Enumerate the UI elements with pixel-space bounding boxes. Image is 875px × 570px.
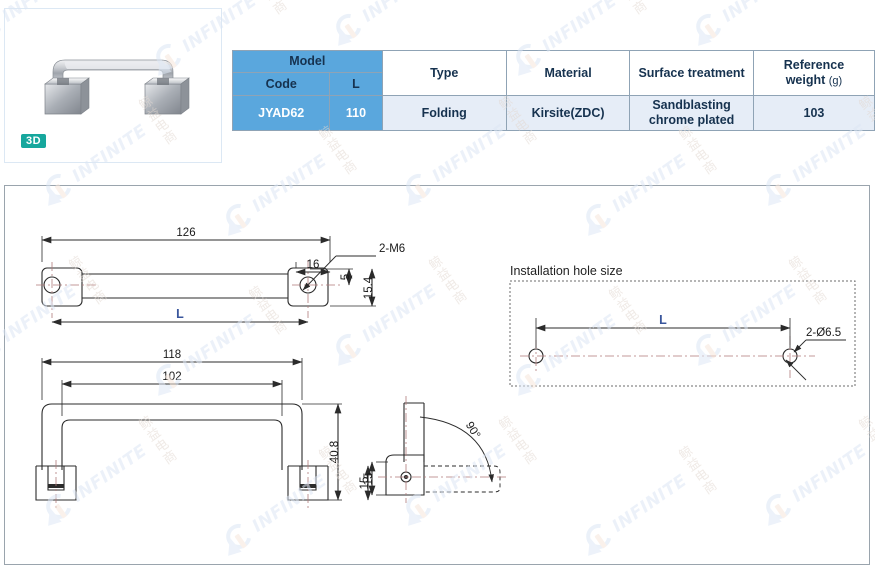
watermark-cn-text: 鲸益电商 bbox=[242, 0, 290, 20]
folding-handle-3d-render bbox=[44, 59, 190, 115]
header-model: Model bbox=[232, 50, 383, 73]
table-row: JYAD62 110 Folding Kirsite(ZDC) Sandblas… bbox=[231, 95, 875, 131]
cell-reference-weight: 103 bbox=[752, 95, 875, 131]
header-l: L bbox=[329, 72, 383, 96]
watermark-text: INFINITE bbox=[359, 0, 441, 27]
watermark-text: INFINITE bbox=[719, 0, 801, 27]
cell-type: Folding bbox=[381, 95, 507, 131]
product-photo-panel: 3D bbox=[4, 8, 222, 163]
spec-table-wrap: Model Type Material Surface treatment Re… bbox=[231, 50, 875, 131]
watermark-cn-text: 鲸益电商 bbox=[602, 0, 650, 20]
product-photo-stage bbox=[5, 9, 221, 162]
cell-l: 110 bbox=[329, 95, 383, 131]
table-header-row-2: Code L bbox=[231, 72, 875, 96]
watermark-text: INFINITE bbox=[538, 0, 621, 57]
header-reference-weight-line1: Reference bbox=[783, 58, 845, 73]
cell-code: JYAD62 bbox=[231, 95, 331, 131]
table-header-row-1: Model Type Material Surface treatment Re… bbox=[232, 50, 875, 96]
cell-surface-treatment: Sandblasting chrome plated bbox=[629, 95, 754, 131]
watermark-logo-icon bbox=[324, 7, 371, 54]
spec-table: Model Type Material Surface treatment Re… bbox=[231, 50, 875, 131]
watermark-cn-text: 鲸益电商 bbox=[313, 123, 359, 179]
header-code: Code bbox=[231, 72, 331, 96]
header-surface-treatment: Surface treatment bbox=[629, 50, 754, 96]
watermark-cn-text: 鲸益电商 bbox=[673, 123, 719, 179]
header-reference-weight-line2: weight (g) bbox=[785, 72, 843, 87]
cell-material: Kirsite(ZDC) bbox=[505, 95, 631, 131]
cell-surface-line2: chrome plated bbox=[648, 113, 735, 127]
drawing-frame bbox=[4, 185, 870, 565]
header-reference-weight: Reference weight (g) bbox=[752, 50, 875, 96]
watermark-logo-icon bbox=[684, 7, 731, 54]
header-material: Material bbox=[505, 50, 631, 96]
badge-3d[interactable]: 3D bbox=[21, 134, 47, 148]
cell-surface-line1: Sandblasting bbox=[652, 98, 731, 113]
header-type: Type bbox=[381, 50, 507, 96]
